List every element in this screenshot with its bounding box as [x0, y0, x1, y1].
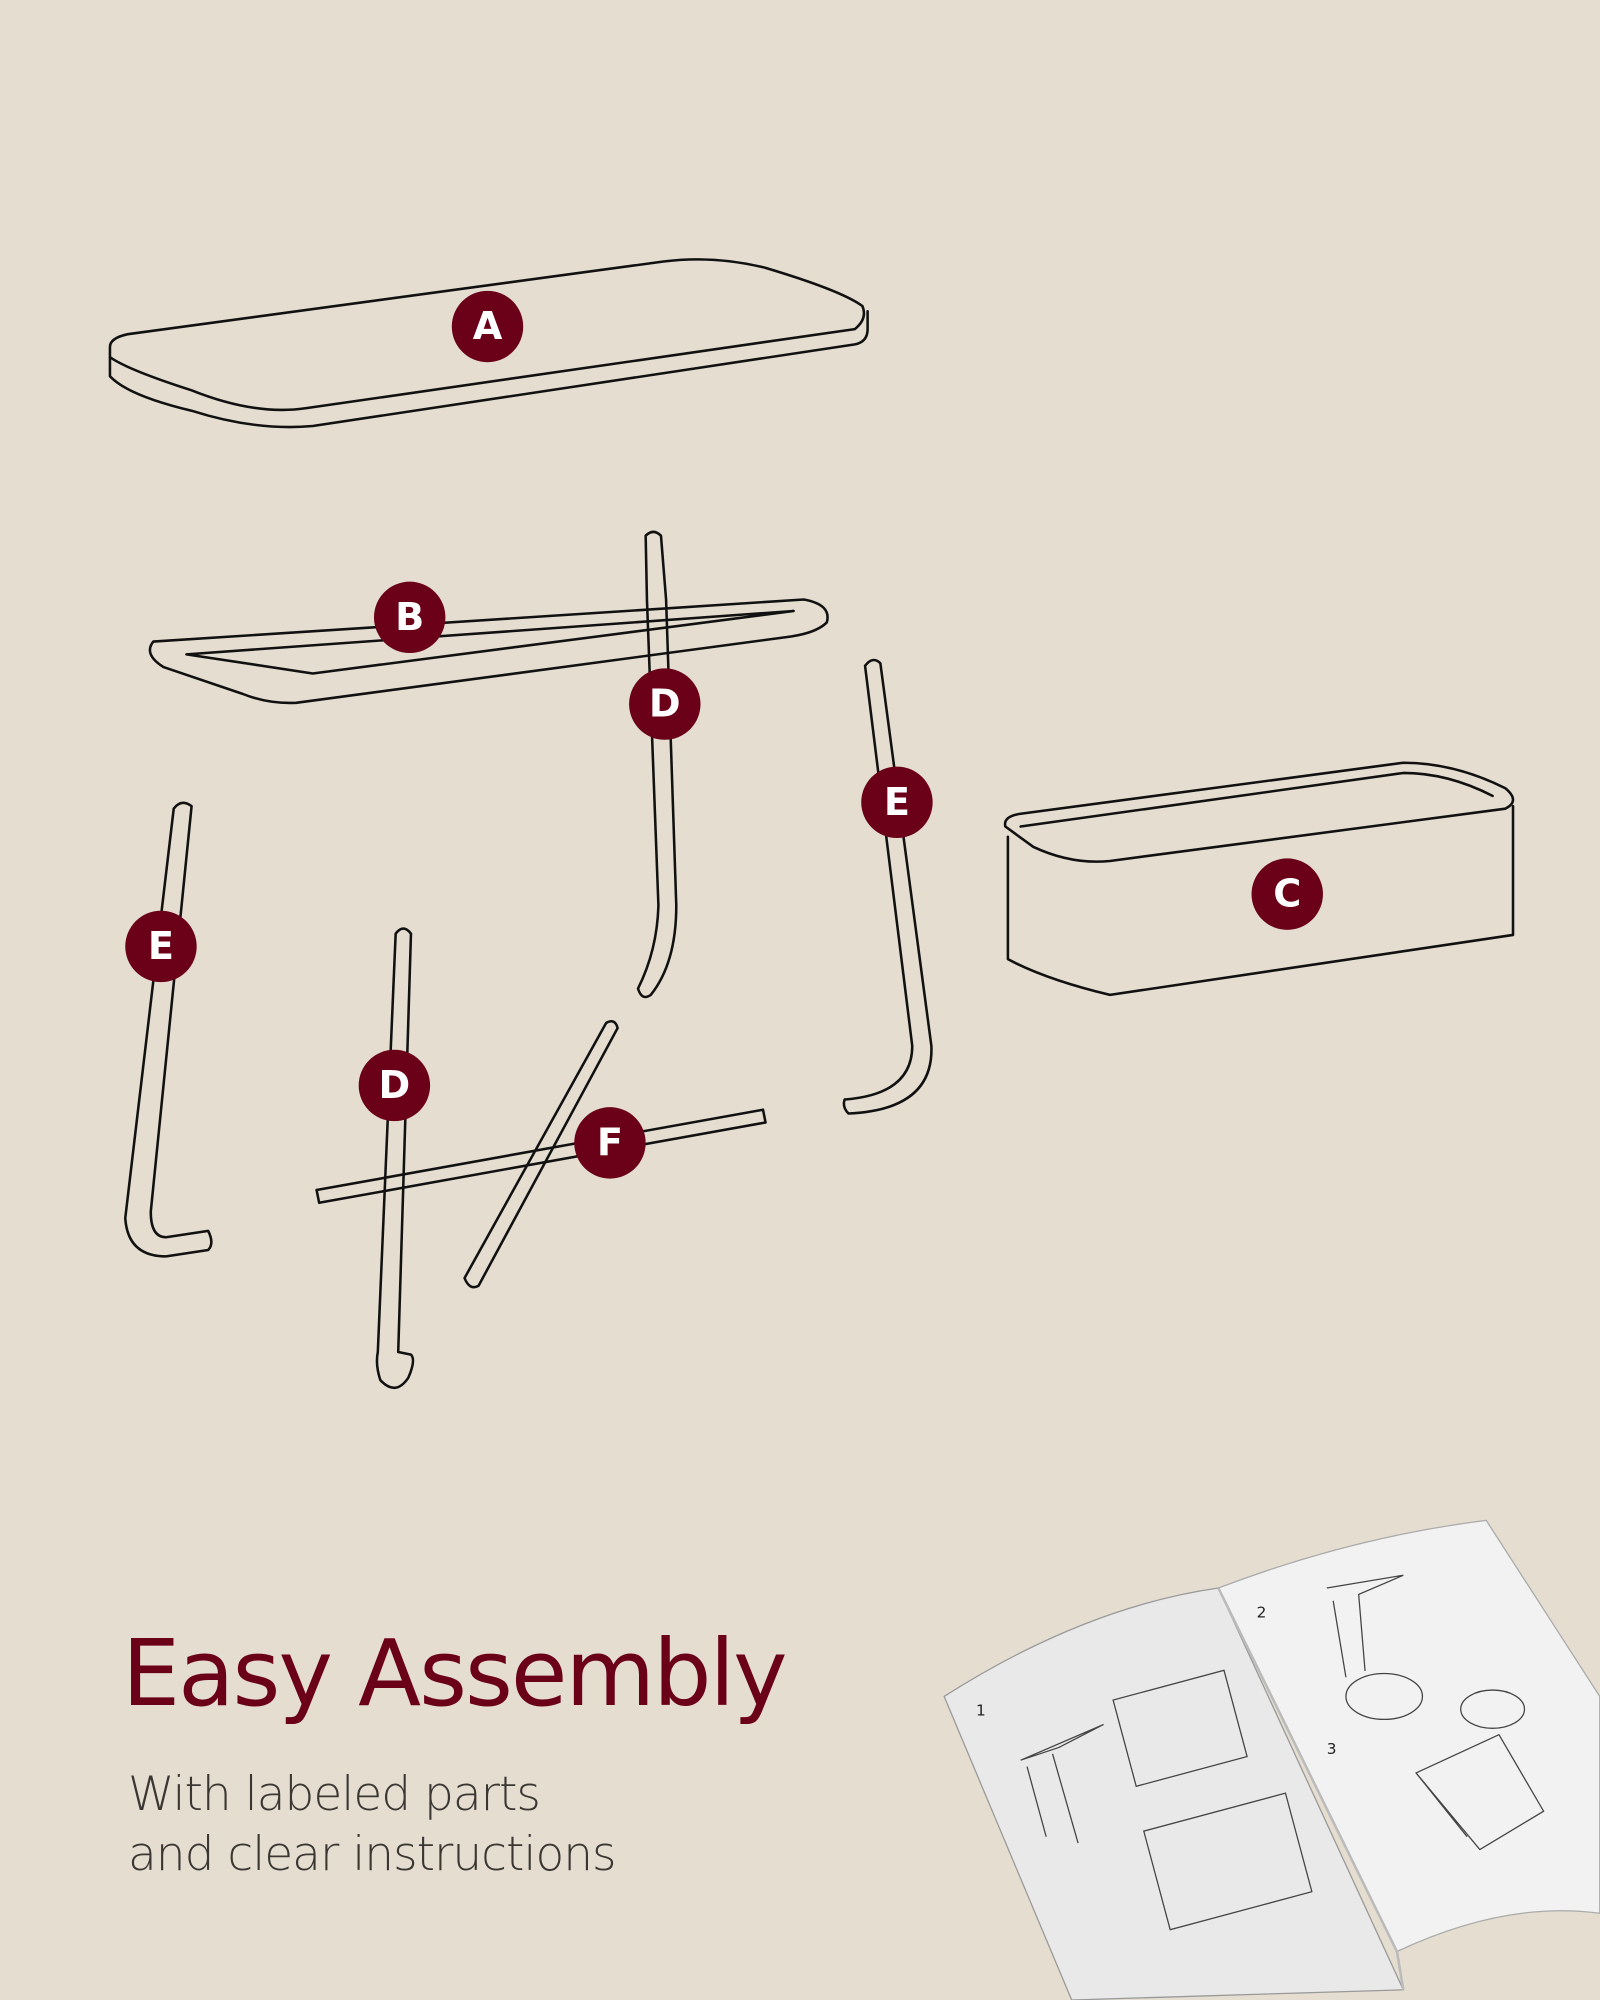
badge-c [1251, 858, 1323, 930]
badge-b-label: B [395, 595, 424, 640]
badge-d-back-label: D [649, 682, 681, 727]
badge-a [451, 290, 524, 363]
part-d-leg-back [636, 530, 678, 999]
part-b-frame [148, 598, 829, 705]
badge-b [373, 581, 446, 654]
badge-f-label: F [597, 1120, 623, 1165]
badge-e-left-label: E [148, 924, 174, 969]
part-d-leg-front [375, 927, 415, 1390]
badge-c-label: C [1273, 872, 1301, 917]
manual-page-3: 3 [1327, 1740, 1337, 1758]
headline: Easy Assembly [122, 1620, 788, 1727]
badge-f [574, 1107, 646, 1179]
subtitle: With labeled parts and clear instruction… [128, 1765, 616, 1885]
badge-d-front-label: D [379, 1063, 411, 1108]
badge-a-label: A [473, 304, 503, 349]
part-a-tabletop [108, 258, 869, 429]
part-badges: A B C D D E E F [125, 290, 1323, 1179]
badge-d-back [629, 668, 701, 740]
subtitle-line-1: With labeled parts [128, 1767, 541, 1822]
subtitle-line-2: and clear instructions [128, 1827, 616, 1882]
part-e-leg-right [842, 658, 933, 1115]
manual-page-1: 1 [976, 1702, 986, 1720]
badge-d-front [358, 1049, 431, 1122]
part-c-basket [1003, 761, 1515, 997]
part-e-leg-left [123, 801, 213, 1258]
manual-page-2: 2 [1257, 1603, 1267, 1621]
instruction-manual-image: 1 2 3 [943, 1519, 1600, 2000]
badge-e-left [125, 910, 197, 983]
badge-e-right [861, 766, 933, 839]
badge-e-right-label: E [884, 780, 910, 825]
